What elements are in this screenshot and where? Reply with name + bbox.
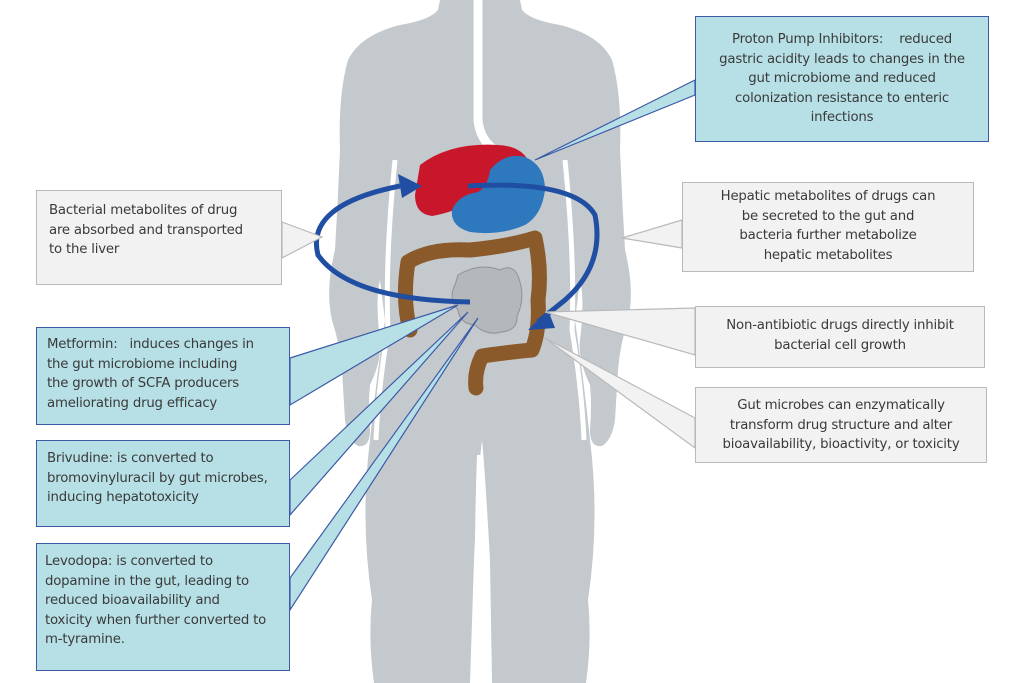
callout-bacterial-metabolites: Bacterial metabolites of drug are absorb… <box>36 190 282 285</box>
callout-line: the growth of SCFA producers <box>47 376 239 391</box>
callout-line: reduced bioavailability and <box>45 593 220 608</box>
callout-proton-pump-inhibitors: Proton Pump Inhibitors: reduced gastric … <box>695 16 989 142</box>
leg-gap <box>475 454 483 683</box>
pointer-levodopa <box>289 317 479 613</box>
callout-line: to the liver <box>49 242 120 257</box>
arm-gap-right <box>562 159 587 441</box>
callout-line: Gut microbes can enzymatically <box>737 398 945 413</box>
callout-line: Metformin: induces changes in <box>47 337 254 352</box>
callout-line: Bacterial metabolites of drug <box>49 203 238 218</box>
callout-pointers <box>281 79 696 613</box>
colon <box>397 230 547 396</box>
callout-line: bioavailability, bioactivity, or toxicit… <box>722 437 960 452</box>
callout-line: gastric acidity leads to changes in the <box>719 51 965 67</box>
pointer-hepatic-metabolites <box>621 219 683 249</box>
callout-line: gut microbiome and reduced <box>748 71 936 86</box>
callout-line: are absorbed and transported <box>49 222 243 238</box>
small-intestine <box>451 266 523 334</box>
neck <box>329 0 631 683</box>
callout-line: Hepatic metabolites of drugs can <box>720 189 936 204</box>
callout-line: toxicity when further converted to <box>45 612 267 628</box>
callout-line: inducing hepatotoxicity <box>47 490 199 505</box>
callout-metformin: Metformin: induces changes in the gut mi… <box>36 327 290 425</box>
callout-line: colonization resistance to enteric <box>735 90 949 106</box>
pointer-bacterial-metabolites <box>281 221 324 259</box>
callout-line: ameliorating drug efficacy <box>47 395 218 411</box>
callout-line: hepatic metabolites <box>763 247 893 263</box>
callout-line: transform drug structure and alter <box>729 417 953 433</box>
callout-line: infections <box>810 110 874 125</box>
callout-line: be secreted to the gut and <box>741 208 915 224</box>
circulation-arrow <box>314 182 600 324</box>
callout-line: bromovinyluracil by gut microbes, <box>47 470 268 486</box>
callout-line: the gut microbiome including <box>47 356 238 372</box>
callout-enzymatic-transformation: Gut microbes can enzymatically transform… <box>695 387 987 463</box>
callout-line: Levodopa: is converted to <box>45 554 213 569</box>
callout-line: Proton Pump Inhibitors: reduced <box>731 32 953 47</box>
arrow-gut-to-liver <box>314 183 471 305</box>
callout-line: Brivudine: is converted to <box>47 451 214 466</box>
arrow-liver-to-gut <box>467 182 600 324</box>
callout-non-antibiotic-drugs: Non-antibiotic drugs directly inhibit ba… <box>695 306 985 368</box>
callout-line: dopamine in the gut, leading to <box>45 573 249 589</box>
human-body-silhouette <box>329 0 631 683</box>
callout-line: m-tyramine. <box>45 632 125 647</box>
callout-brivudine: Brivudine: is converted to bromovinylura… <box>36 440 290 527</box>
stomach <box>451 155 545 234</box>
callout-hepatic-metabolites: Hepatic metabolites of drugs can be secr… <box>682 182 974 272</box>
arrowhead-liver <box>398 174 422 198</box>
callout-levodopa: Levodopa: is converted to dopamine in th… <box>36 543 290 671</box>
pointer-metformin <box>289 304 459 407</box>
callout-line: bacteria further metabolize <box>739 228 917 243</box>
pointer-brivudine <box>289 311 469 517</box>
arrowhead-gut <box>528 310 555 330</box>
callout-line: Non-antibiotic drugs directly inhibit <box>726 318 954 333</box>
callout-line: bacterial cell growth <box>774 337 906 353</box>
